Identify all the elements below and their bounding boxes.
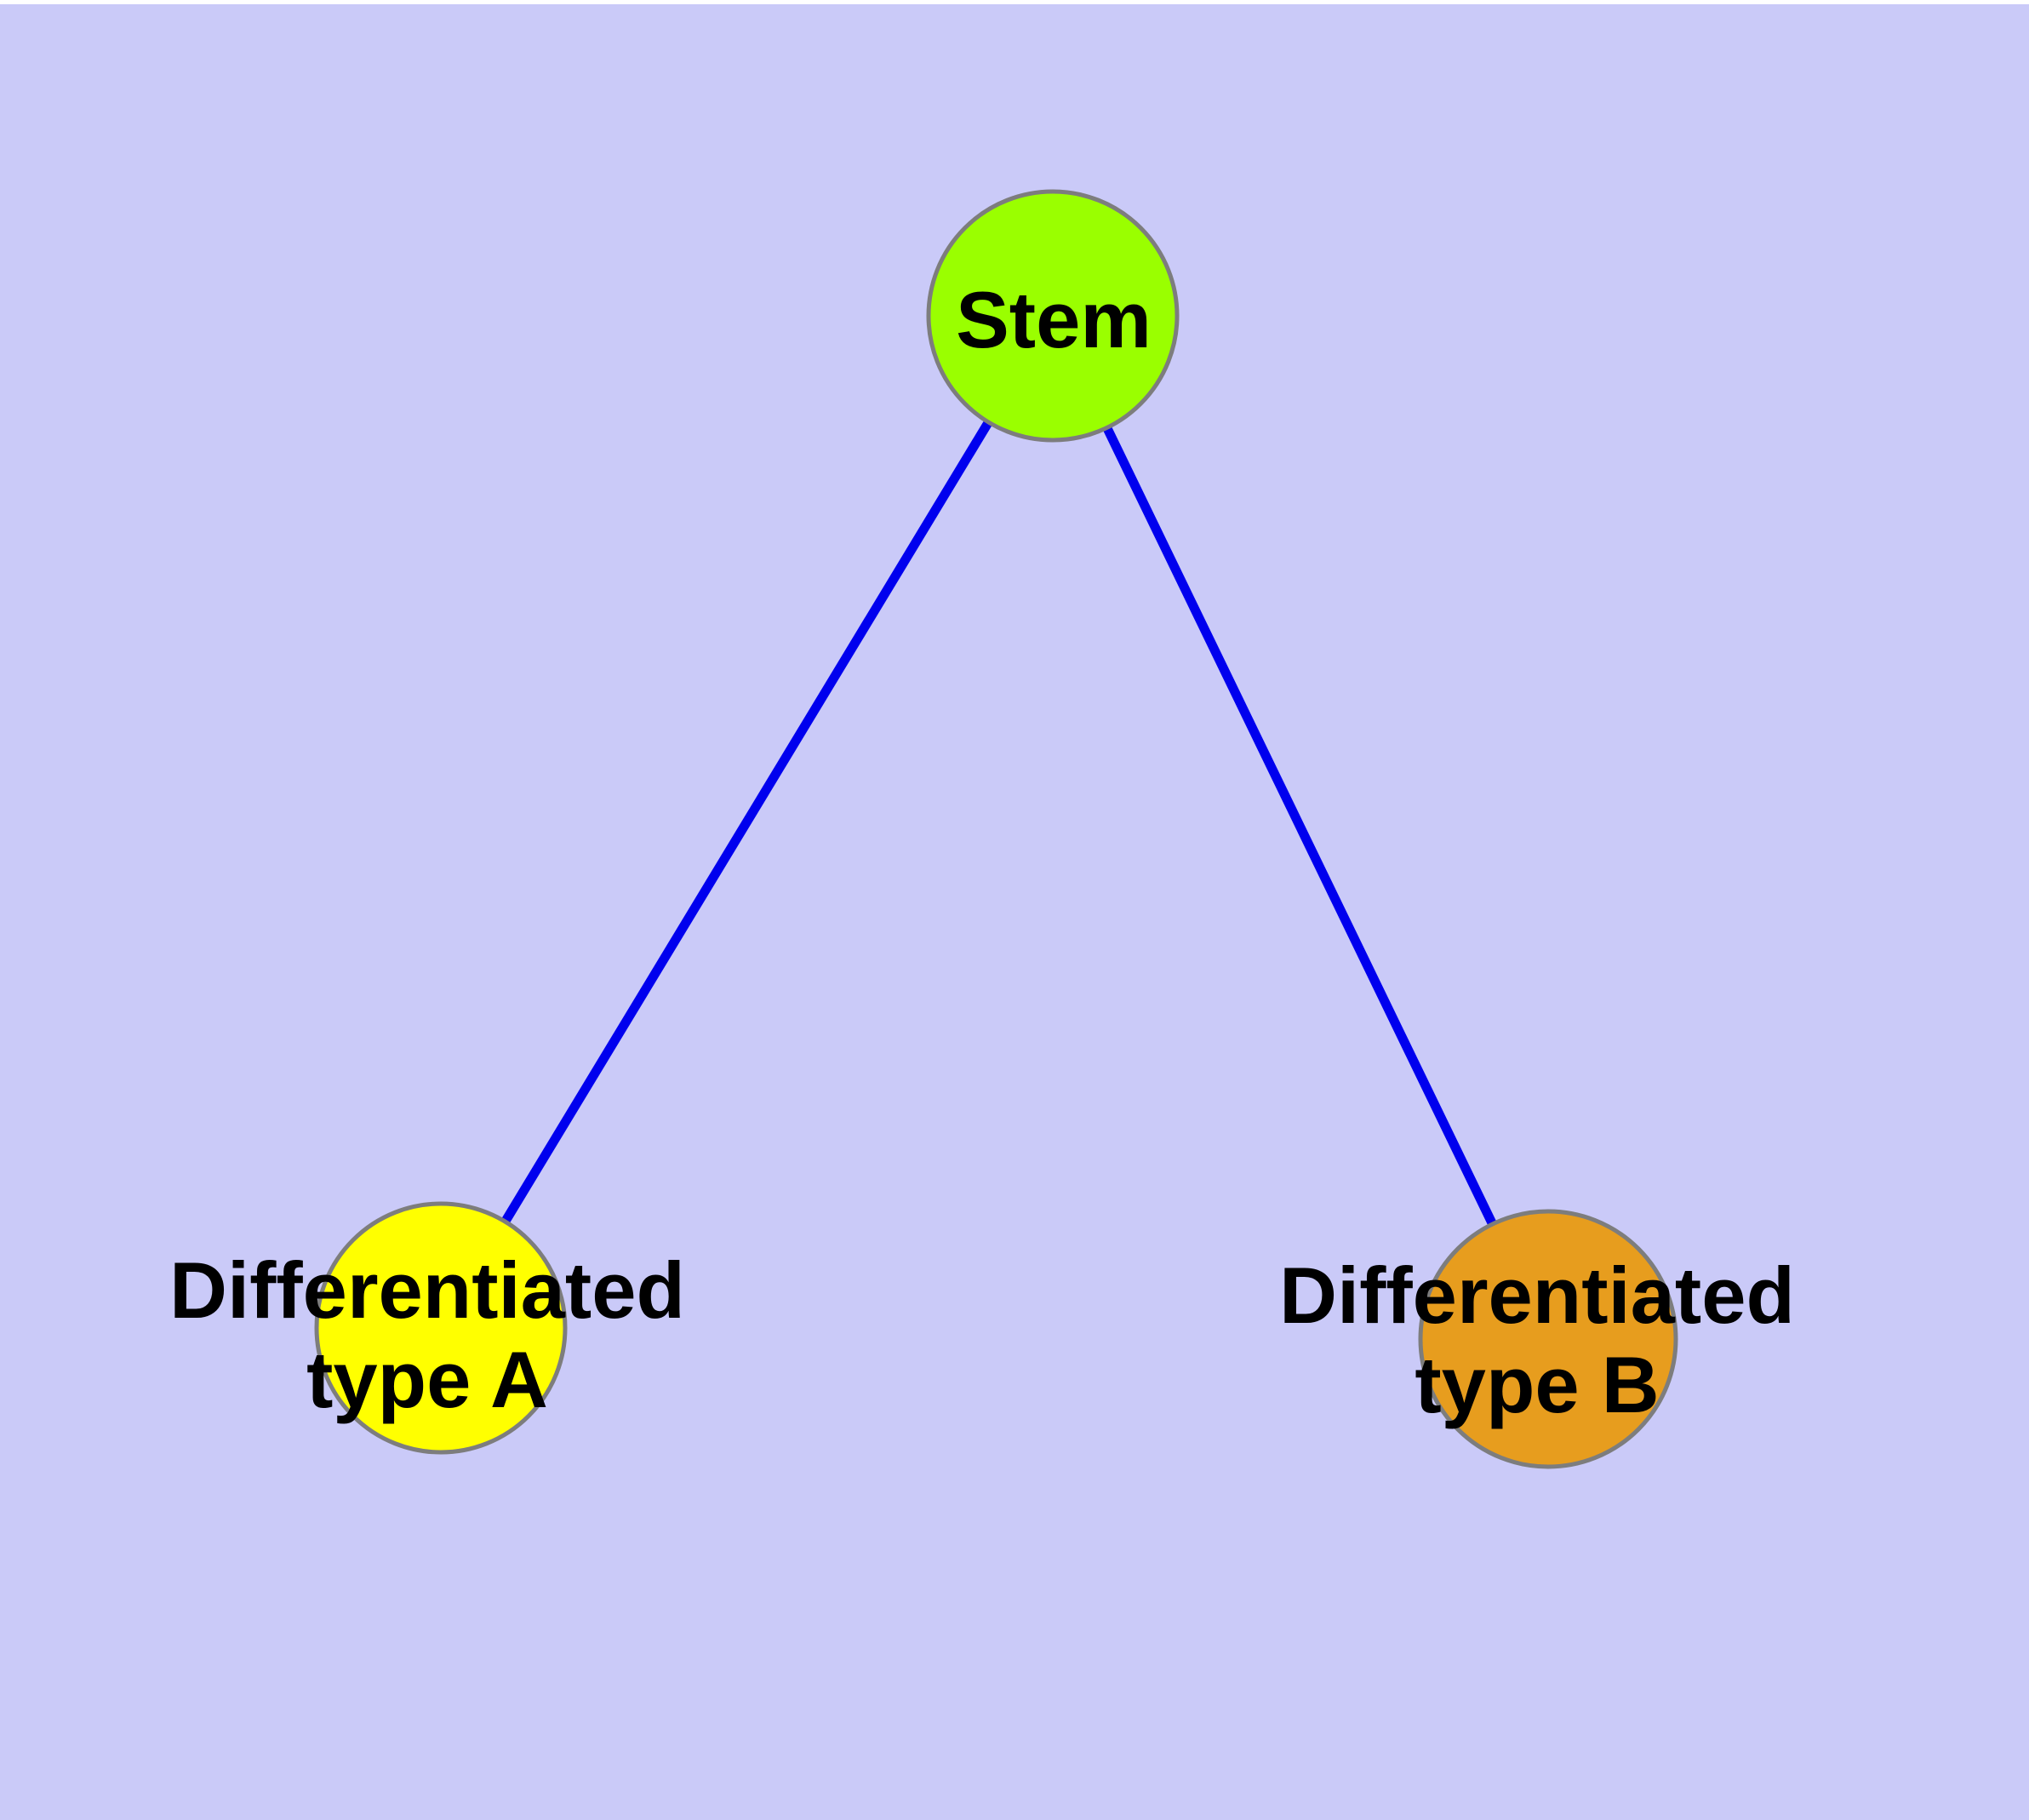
node-stem-label: Stem <box>956 275 1152 364</box>
edge-stem-to-type-a <box>437 313 1057 1331</box>
node-differentiated-type-a <box>314 1201 568 1455</box>
node-stem <box>926 189 1180 443</box>
node-type-b-label-line1: Differentiated <box>1279 1251 1795 1340</box>
node-type-b-label-line2: type B <box>1415 1340 1659 1429</box>
node-type-a-label-line1: Differentiated <box>169 1245 685 1335</box>
node-type-a-label-line2: type A <box>306 1335 548 1424</box>
edge-stem-to-type-b <box>1049 313 1552 1342</box>
top-margin-strip <box>0 0 2029 4</box>
node-differentiated-type-b <box>1418 1209 1678 1469</box>
